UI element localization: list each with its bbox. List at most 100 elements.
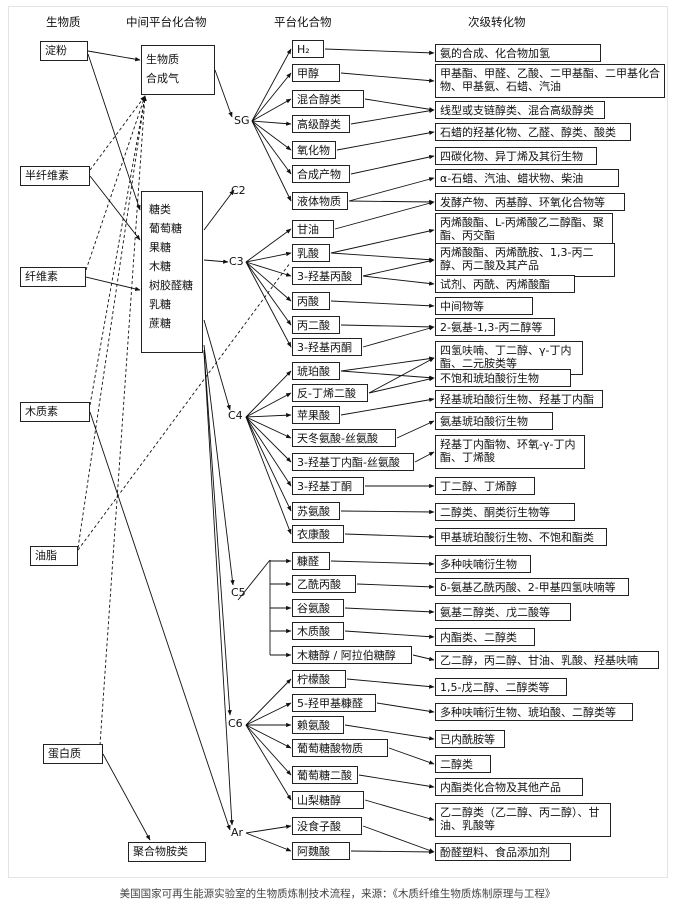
biomass-lignin: 木质素	[20, 402, 90, 422]
oil-to-glycerol-dashed-line	[77, 262, 291, 551]
to-syngas-dashed-arrow	[89, 95, 146, 171]
platform-compound-box: 液体物质	[292, 192, 348, 210]
to-syngas-dashed-arrow	[89, 95, 147, 406]
hub-to-compound-arrow	[245, 724, 292, 749]
compound-to-product-arrow	[376, 702, 435, 714]
compound-to-product-arrow	[324, 48, 435, 55]
biomass-oil: 油脂	[30, 546, 78, 566]
biomass-starch: 淀粉	[40, 41, 88, 61]
sugars-to-ar-arrow	[203, 351, 234, 826]
hub-to-compound-arrow	[245, 724, 292, 801]
compound-to-product-arrow	[344, 607, 435, 614]
secondary-product-box: 乙二醇类（乙二醇、丙二醇）、甘油、乳酸等	[435, 803, 611, 837]
biomass-cellulose: 纤维素	[20, 267, 86, 287]
intermediate-biomass-syngas: 生物质 合成气	[141, 45, 215, 95]
hub-to-compound-arrow	[245, 413, 292, 418]
compound-to-product-arrow	[350, 154, 435, 175]
platform-compound-box: 反-丁烯二酸	[292, 384, 368, 402]
secondary-product-box: 发酵产物、丙基醇、环氧化合物等	[435, 193, 625, 211]
sugar-label: 葡萄糖	[149, 222, 182, 235]
hub-to-compound-arrow	[245, 724, 292, 776]
secondary-product-box: α-石蜡、汽油、蜡状物、柴油	[435, 169, 619, 187]
platform-compound-box: 琥珀酸	[292, 362, 340, 380]
compound-to-product-arrow	[356, 583, 435, 589]
header-platform: 平台化合物	[274, 15, 332, 29]
header-biomass: 生物质	[46, 15, 81, 29]
platform-compound-box: 5-羟甲基糠醛	[292, 694, 376, 712]
compound-to-product-arrow	[330, 560, 435, 567]
node-sg: SG	[234, 114, 250, 127]
platform-compound-box: 乙酰丙酸	[292, 575, 356, 593]
compound-to-product-arrow	[340, 324, 435, 330]
sugar-label: 乳糖	[149, 298, 171, 311]
hub-to-compound-arrow	[245, 824, 292, 834]
compound-to-product-arrow	[348, 199, 435, 205]
compound-to-product-arrow	[344, 533, 435, 539]
intermediate-sugars-box: 糖类 葡萄糖 果糖 木糖 树胶醛糖 乳糖 蔗糖	[141, 191, 203, 353]
platform-compound-box: 木质酸	[292, 622, 344, 640]
compound-to-product-arrow	[340, 370, 435, 380]
compound-to-product-arrow	[330, 228, 435, 254]
hub-to-compound-arrow	[251, 98, 292, 122]
to-syngas-dashed-arrow	[99, 95, 147, 746]
hub-to-compound-arrow	[251, 120, 292, 175]
compound-to-product-arrow	[330, 300, 435, 308]
figure-caption: 美国国家可再生能源实验室的生物质炼制技术流程，来源：《木质纤维生物质炼制原理与工…	[119, 888, 556, 900]
sugar-label: 树胶醛糖	[149, 279, 193, 292]
node-c3: C3	[229, 255, 244, 268]
hub-to-compound-arrow	[245, 416, 292, 439]
hub-to-compound-arrow	[245, 832, 292, 852]
sugars-to-c2-arrow	[203, 189, 235, 231]
secondary-product-box: 不饱和琥珀酸衍生物	[435, 369, 571, 387]
secondary-product-box: 羟基丁内酯物、环氧-γ-丁内酯、丁烯酸	[435, 435, 585, 469]
to-syngas-dashed-arrow	[85, 95, 146, 271]
node-c5: C5	[231, 586, 246, 599]
biomass-hemicellulose: 半纤维素	[20, 166, 90, 186]
hub-to-compound-arrow	[245, 678, 292, 726]
node-c4: C4	[228, 409, 243, 422]
cellulose-to-sugars-arrow	[85, 276, 141, 291]
compound-to-product-arrow	[388, 747, 435, 765]
platform-compound-box: 3-羟基丙酮	[292, 338, 362, 356]
platform-compound-box: 甲醇	[292, 64, 340, 82]
hub-to-compound-arrow	[245, 228, 292, 263]
platform-compound-box: H₂	[292, 40, 324, 58]
intermediate-syngas-label: 合成气	[146, 72, 179, 85]
secondary-product-box: 线型或支链醇类、混合高级醇类	[435, 101, 605, 119]
hub-to-compound-arrow	[245, 416, 292, 512]
biomass-protein: 蛋白质	[43, 744, 103, 764]
compound-to-product-arrow	[330, 252, 435, 262]
sugars-to-c3-arrow	[203, 259, 229, 264]
secondary-product-box: 乙二醇，丙二醇、甘油、乳酸、羟基呋喃	[435, 651, 659, 669]
hub-to-compound-arrow	[251, 48, 292, 122]
hub-to-compound-arrow	[245, 392, 292, 418]
compound-to-product-arrow	[350, 108, 435, 125]
hub-to-compound-arrow	[251, 120, 292, 151]
compound-to-product-arrow	[368, 376, 435, 394]
starch-to-syngas-arrow	[87, 50, 141, 62]
platform-compound-box: 柠檬酸	[292, 670, 346, 688]
hub-to-compound-arrow	[251, 120, 292, 126]
sugar-label: 蔗糖	[149, 317, 171, 330]
secondary-product-box: 二醇类、酮类衍生物等	[435, 503, 575, 521]
hub-to-compound-arrow	[245, 251, 292, 263]
platform-compound-box: 丙二酸	[292, 316, 340, 334]
compound-to-product-arrow	[334, 201, 435, 230]
hub-to-compound-arrow	[251, 72, 292, 122]
header-secondary: 次级转化物	[468, 15, 526, 29]
intermediate-biomass-label: 生物质	[146, 53, 179, 66]
compound-to-product-arrow	[344, 630, 435, 639]
compound-to-product-arrow	[362, 275, 435, 286]
hub-to-compound-arrow	[245, 261, 292, 348]
compound-to-product-arrow	[412, 654, 435, 661]
platform-compound-box: 3-羟基丙酸	[292, 267, 362, 285]
secondary-product-box: 丙烯酸酯、L-丙烯酸乙二醇酯、聚酯、丙交酯	[435, 213, 613, 247]
protein-to-polyamide-arrow	[102, 753, 151, 841]
sugar-label: 糖类	[149, 203, 171, 216]
sugars-to-c6-arrow	[203, 349, 232, 716]
sugars-to-c5-arrow	[203, 344, 235, 586]
secondary-product-box: 羟基琥珀酸衍生物、羟基丁内酯	[435, 390, 603, 408]
hub-to-compound-arrow	[251, 120, 292, 202]
secondary-product-box: 多种呋喃衍生物、琥珀酸、二醇类等	[435, 703, 633, 721]
